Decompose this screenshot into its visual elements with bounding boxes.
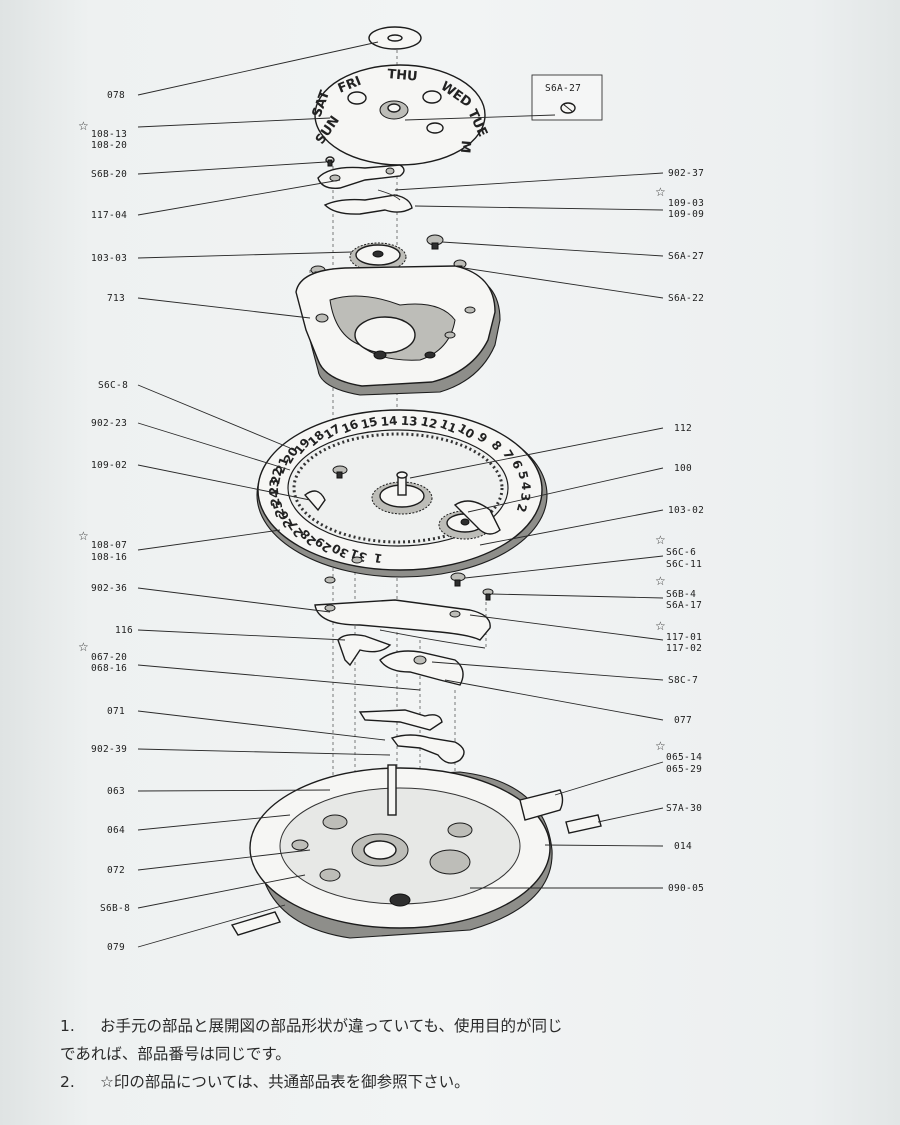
note-1-line2: であれば、部品番号は同じです。 <box>60 1045 291 1063</box>
date-numeral: 16 <box>340 417 361 436</box>
label-071: 071 <box>107 706 125 717</box>
date-numeral: 2 <box>514 502 530 514</box>
star-117-01: ☆ <box>655 619 666 633</box>
label-063: 063 <box>107 786 125 797</box>
label-065-29: 065-29 <box>666 764 702 775</box>
label-s6a-27-box: S6A-27 <box>545 83 581 94</box>
date-numeral: 30 <box>330 541 351 561</box>
label-902-36: 902-36 <box>91 583 127 594</box>
date-numeral: 23 <box>267 478 282 495</box>
label-112: 112 <box>674 423 692 434</box>
label-117-04: 117-04 <box>91 210 127 221</box>
note-1: 1. お手元の部品と展開図の部品形状が違っていても、使用目的が同じ <box>60 1012 860 1040</box>
star-065-14: ☆ <box>655 739 666 753</box>
date-numeral: 22 <box>268 466 285 485</box>
date-numeral: 12 <box>419 414 438 431</box>
date-numeral: 25 <box>270 499 288 519</box>
note-1-continuation: であれば、部品番号は同じです。 <box>60 1040 860 1068</box>
screws-middle <box>324 556 494 601</box>
label-064: 064 <box>107 825 125 836</box>
label-s6a-17: S6A-17 <box>666 600 702 611</box>
date-numeral: 21 <box>273 455 292 476</box>
label-108-20: 108-20 <box>91 140 127 151</box>
day-mon: M <box>457 140 473 154</box>
label-077: 077 <box>674 715 692 726</box>
label-s8c-7: S8C-7 <box>668 675 698 686</box>
date-numeral: 14 <box>380 414 398 429</box>
star-s6b-4: ☆ <box>655 574 666 588</box>
screw-detail-box: S6A-27 <box>531 74 603 121</box>
date-numeral: 13 <box>400 414 418 429</box>
label-090-05: 090-05 <box>668 883 704 894</box>
label-s6c-11: S6C-11 <box>666 559 702 570</box>
label-068-16: 068-16 <box>91 663 127 674</box>
label-s6a-27: S6A-27 <box>668 251 704 262</box>
note-1-number: 1. <box>60 1017 75 1035</box>
note-2-number: 2. <box>60 1073 75 1091</box>
note-2: 2. ☆印の部品については、共通部品表を御参照下さい。 <box>60 1068 860 1096</box>
left-part-labels: 078 ☆ 108-13 108-20 S6B-20 117-04 103-03… <box>78 90 133 953</box>
label-078: 078 <box>107 90 125 101</box>
note-1-line1: お手元の部品と展開図の部品形状が違っていても、使用目的が同じ <box>100 1017 563 1035</box>
label-067-20: 067-20 <box>91 652 127 663</box>
star-108-13: ☆ <box>78 119 89 133</box>
label-108-16: 108-16 <box>91 552 127 563</box>
label-713: 713 <box>107 293 125 304</box>
label-079: 079 <box>107 942 125 953</box>
label-103-02: 103-02 <box>668 505 704 516</box>
label-109-09: 109-09 <box>668 209 704 220</box>
date-numeral: 5 <box>515 470 530 481</box>
label-109-02: 109-02 <box>91 460 127 471</box>
date-numeral: 15 <box>359 414 379 432</box>
jumper-109-03 <box>323 189 413 215</box>
day-wheel: SUN SAT FRI THU WED TUE M <box>310 64 490 166</box>
label-902-39: 902-39 <box>91 744 127 755</box>
label-s6c-8: S6C-8 <box>98 380 128 391</box>
left-leader-lines <box>137 41 421 948</box>
main-plate <box>230 764 602 939</box>
label-s7a-30: S7A-30 <box>666 803 702 814</box>
label-108-13: 108-13 <box>91 129 127 140</box>
date-numeral: 4 <box>519 481 533 490</box>
label-902-23: 902-23 <box>91 418 127 429</box>
label-108-07: 108-07 <box>91 540 127 551</box>
plate-902-36 <box>314 599 491 667</box>
label-s6b-20: S6B-20 <box>91 169 127 180</box>
date-numeral: 3 <box>518 492 533 502</box>
exploded-view-drawing: SUN SAT FRI THU WED TUE M S6A-27 <box>78 26 704 953</box>
plate-713 <box>295 265 501 396</box>
star-s6c-6: ☆ <box>655 533 666 547</box>
label-117-02: 117-02 <box>666 643 702 654</box>
date-numeral: 26 <box>276 509 296 530</box>
note-2-line1: ☆印の部品については、共通部品表を御参照下さい。 <box>100 1073 470 1091</box>
date-numeral: 1 <box>373 550 384 565</box>
label-s6b-4: S6B-4 <box>666 589 696 600</box>
label-116: 116 <box>115 625 133 636</box>
label-117-01: 117-01 <box>666 632 702 643</box>
right-part-labels: 902-37 ☆ 109-03 109-09 S6A-27 S6A-22 112… <box>655 168 704 894</box>
notes-section: 1. お手元の部品と展開図の部品形状が違っていても、使用目的が同じ であれば、部… <box>60 1012 860 1096</box>
washer-078 <box>368 26 422 50</box>
label-s6c-6: S6C-6 <box>666 547 696 558</box>
date-driving-wheels <box>303 465 501 540</box>
star-067-20: ☆ <box>78 640 89 654</box>
wheel-103-03 <box>349 242 407 272</box>
label-072: 072 <box>107 865 125 876</box>
label-100: 100 <box>674 463 692 474</box>
label-902-37: 902-37 <box>668 168 704 179</box>
label-065-14: 065-14 <box>666 752 702 763</box>
star-109-03: ☆ <box>655 185 666 199</box>
label-s6a-22: S6A-22 <box>668 293 704 304</box>
right-leader-lines <box>394 114 664 889</box>
label-014: 014 <box>674 841 692 852</box>
day-thu: THU <box>387 67 419 85</box>
label-109-03: 109-03 <box>668 198 704 209</box>
label-103-03: 103-03 <box>91 253 127 264</box>
star-108-07: ☆ <box>78 529 89 543</box>
lever-s8c-7 <box>358 650 465 764</box>
date-numeral: 11 <box>438 417 459 436</box>
label-s6b-8: S6B-8 <box>100 903 130 914</box>
